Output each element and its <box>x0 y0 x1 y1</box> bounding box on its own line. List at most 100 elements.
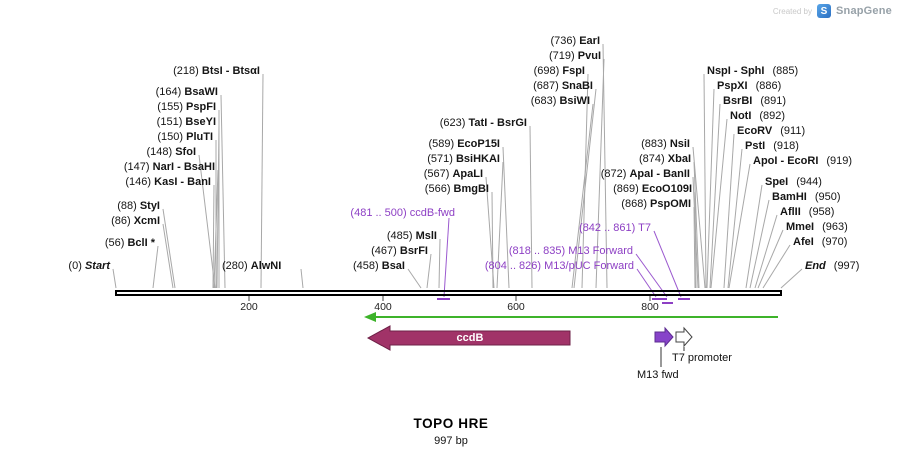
site-name: AfeI <box>793 236 814 248</box>
enzyme-site-label[interactable]: (88) StyI <box>117 200 160 213</box>
enzyme-site-label[interactable]: (86) XcmI <box>111 215 160 228</box>
primer-name: ccdB-fwd <box>409 207 455 219</box>
green-feature-line[interactable] <box>364 312 778 322</box>
enzyme-site-label[interactable]: (151) BseYI <box>157 116 216 129</box>
site-position: (891) <box>760 95 787 107</box>
site-position: (918) <box>773 140 799 152</box>
enzyme-site-label[interactable]: ApoI - EcoRI(919) <box>753 155 852 168</box>
site-name: MslI <box>415 230 437 242</box>
site-name: StyI <box>139 200 160 212</box>
site-position: (56) <box>104 237 125 249</box>
site-name: BsrBI <box>723 95 753 107</box>
enzyme-site-label[interactable]: (868) PspOMI <box>621 198 691 211</box>
enzyme-site-label[interactable]: (869) EcoO109I <box>613 183 692 196</box>
enzyme-site-label[interactable]: MmeI(963) <box>786 221 848 234</box>
ccdb-feature-label[interactable]: ccdB <box>456 332 484 344</box>
enzyme-site-label[interactable]: BsrBI (891) <box>723 95 786 108</box>
site-position: (218) <box>173 65 199 77</box>
enzyme-site-label[interactable]: (280) AlwNI <box>222 260 281 273</box>
ccdb-arrow[interactable] <box>366 325 571 351</box>
m13-fwd-label[interactable]: M13 fwd <box>637 369 679 381</box>
site-name: BamHI <box>772 191 807 203</box>
branding: Created by S SnapGene <box>773 4 892 18</box>
sequence-line[interactable] <box>115 290 782 296</box>
enzyme-site-label[interactable]: (218) BtsI - BtsαI <box>173 65 260 78</box>
site-name: ApoI - EcoRI <box>753 155 819 167</box>
site-name: BsiHKAI <box>455 153 500 165</box>
t7-promoter-label[interactable]: T7 promoter <box>672 352 732 364</box>
enzyme-site-label[interactable]: (719) PvuI <box>549 50 601 63</box>
enzyme-site-label[interactable]: (150) PluTI <box>157 131 213 144</box>
enzyme-site-label[interactable]: AflII(958) <box>780 206 834 219</box>
enzyme-site-label[interactable]: (485) MslI <box>387 230 437 243</box>
primer-label-t7[interactable]: (842 .. 861) T7 <box>579 222 651 235</box>
enzyme-site-label[interactable]: NspI - SphI(885) <box>707 65 798 78</box>
site-name: TatI - BsrGI <box>468 117 527 129</box>
enzyme-site-label[interactable]: (571) BsiHKAI <box>427 153 500 166</box>
enzyme-site-label[interactable]: (874) XbaI <box>639 153 691 166</box>
enzyme-site-label[interactable]: (683) BsiWI <box>531 95 590 108</box>
site-name: BseYI <box>185 116 216 128</box>
t7-promoter-arrow[interactable] <box>675 326 693 348</box>
enzyme-site-label[interactable]: (164) BsaWI <box>156 86 218 99</box>
primer-label-ccdb-fwd[interactable]: (481 .. 500) ccdB-fwd <box>350 207 455 220</box>
enzyme-site-label[interactable]: (883) NsiI <box>641 138 690 151</box>
site-name: PvuI <box>577 50 601 62</box>
enzyme-site-label[interactable]: (458) BsaI <box>353 260 405 273</box>
enzyme-site-label[interactable]: (56) BclI * <box>105 237 155 250</box>
site-name: ApaI - BanII <box>629 168 690 180</box>
site-position: (0) <box>68 260 82 272</box>
enzyme-site-label[interactable]: (872) ApaI - BanII <box>601 168 690 181</box>
primer-label-m13-puc-forward[interactable]: (804 .. 826) M13/pUC Forward <box>485 260 634 273</box>
enzyme-site-label[interactable]: (148) SfoI <box>146 146 196 159</box>
leader-lines <box>112 43 803 289</box>
enzyme-site-label[interactable]: PspXI(886) <box>717 80 781 93</box>
site-name: ApaLI <box>452 168 483 180</box>
enzyme-site-label[interactable]: (567) ApaLI <box>424 168 483 181</box>
site-name: NotI <box>730 110 752 122</box>
primer-label-m13-forward[interactable]: (818 .. 835) M13 Forward <box>509 245 633 258</box>
site-name: PspOMI <box>650 198 691 210</box>
enzyme-site-label[interactable]: EcoRV(911) <box>737 125 805 138</box>
enzyme-site-label[interactable]: (155) PspFI <box>157 101 216 114</box>
enzyme-site-label[interactable]: (589) EcoP15I <box>428 138 500 151</box>
enzyme-site-label[interactable]: (736) EarI <box>550 35 600 48</box>
enzyme-site-label[interactable]: NotI(892) <box>730 110 785 123</box>
site-position: (623) <box>439 117 466 129</box>
site-name: NsiI <box>669 138 690 150</box>
site-position: (869) <box>613 183 639 195</box>
enzyme-site-label[interactable]: (687) SnaBI <box>533 80 593 93</box>
site-name: PspXI <box>717 80 748 92</box>
site-position: (485) <box>386 230 413 242</box>
primer-range: (842 .. 861) <box>579 222 636 234</box>
site-name: BsaWI <box>184 86 218 98</box>
site-position: (950) <box>814 191 841 203</box>
sequence-end-label[interactable]: End(997) <box>805 260 859 273</box>
site-name: PluTI <box>186 131 213 143</box>
enzyme-site-label[interactable]: BamHI (950) <box>772 191 841 204</box>
enzyme-site-label[interactable]: AfeI(970) <box>793 236 847 249</box>
site-position: (589) <box>428 138 455 150</box>
enzyme-site-label[interactable]: (147) NarI - BsaHI <box>124 161 215 174</box>
site-position: (571) <box>427 153 453 165</box>
ruler-tick-label: 400 <box>374 301 392 313</box>
enzyme-site-label[interactable]: (698) FspI <box>534 65 585 78</box>
site-position: (698) <box>533 65 560 77</box>
sequence-start-label[interactable]: (0) Start <box>68 260 110 273</box>
enzyme-site-label[interactable]: (566) BmgBI <box>425 183 489 196</box>
site-name: SnaBI <box>561 80 593 92</box>
enzyme-site-label[interactable]: SpeI(944) <box>765 176 822 189</box>
site-name: FspI <box>562 65 585 77</box>
feature-label-leaders <box>660 347 685 367</box>
enzyme-site-label[interactable]: PstI(918) <box>745 140 799 153</box>
site-name: XcmI <box>133 215 160 227</box>
site-position: (150) <box>157 131 184 143</box>
site-name: EcoRV <box>737 125 773 137</box>
enzyme-site-label[interactable]: (146) KasI - BanI <box>125 176 211 189</box>
primer-region-marks[interactable] <box>437 298 690 304</box>
site-position: (148) <box>146 146 173 158</box>
m13-fwd-arrow[interactable] <box>654 326 674 348</box>
primer-name: T7 <box>638 222 651 234</box>
enzyme-site-label[interactable]: (623) TatI - BsrGI <box>440 117 527 130</box>
enzyme-site-label[interactable]: (467) BsrFI <box>371 245 428 258</box>
